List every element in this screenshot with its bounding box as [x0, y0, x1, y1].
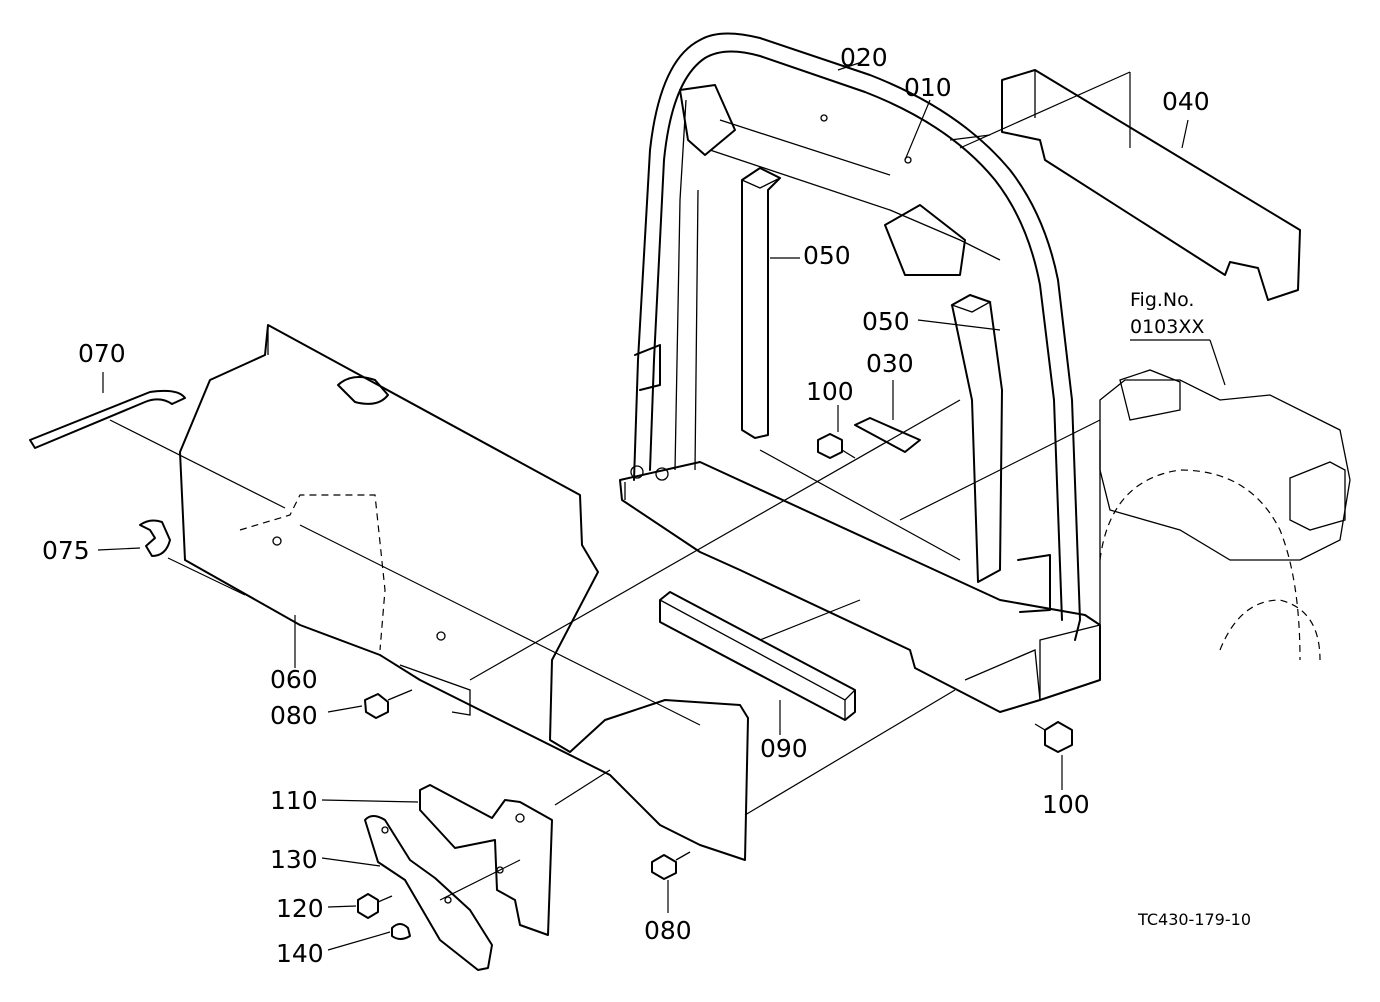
callout-080-bottom: 080	[644, 916, 692, 945]
callout-050-lower: 050	[862, 307, 910, 336]
callout-020: 020	[840, 43, 888, 72]
callout-050-upper: 050	[803, 241, 851, 270]
figure-label: Fig.No.	[1130, 289, 1194, 311]
rivet-140	[391, 923, 411, 940]
callout-130: 130	[270, 845, 318, 874]
callout-090: 090	[760, 734, 808, 763]
callout-010: 010	[904, 73, 952, 102]
callout-030: 030	[866, 349, 914, 378]
backrest-pad-050-right	[950, 294, 1003, 583]
callout-040: 040	[1162, 87, 1210, 116]
leader-lines	[97, 61, 1226, 951]
pad-030	[854, 417, 921, 453]
bolt-120	[357, 893, 393, 919]
callout-100-upper: 100	[806, 377, 854, 406]
callout-120: 120	[276, 894, 324, 923]
callout-080-left: 080	[270, 701, 318, 730]
side-cover-060	[179, 324, 749, 861]
plate-130	[364, 815, 493, 971]
figure-number: 0103XX	[1130, 316, 1204, 338]
clip-075	[139, 519, 171, 557]
drawing-code: TC430-179-10	[1137, 910, 1251, 929]
callout-060: 060	[270, 665, 318, 694]
seat-frame-010	[619, 32, 1101, 713]
callout-070: 070	[78, 339, 126, 368]
backrest-pad-050-left	[740, 167, 782, 439]
bolt-100-upper	[817, 433, 856, 459]
bracket-110	[419, 784, 553, 936]
bolt-100-lower	[1034, 721, 1073, 753]
foam-block-040	[1001, 69, 1301, 301]
bolt-080-left	[364, 689, 413, 719]
callout-110: 110	[270, 786, 318, 815]
bolt-080-bottom	[651, 851, 691, 880]
foam-strip-090	[659, 591, 856, 721]
callout-140: 140	[276, 939, 324, 968]
callout-075: 075	[42, 536, 90, 565]
callout-100-lower: 100	[1042, 790, 1090, 819]
rod-070	[29, 389, 186, 449]
figure-reference: Fig.No. 0103XX	[1130, 289, 1204, 338]
engine-reference	[1099, 369, 1351, 680]
callouts: 020 010 040 050 050 030 100 070 075 060 …	[42, 43, 1210, 968]
